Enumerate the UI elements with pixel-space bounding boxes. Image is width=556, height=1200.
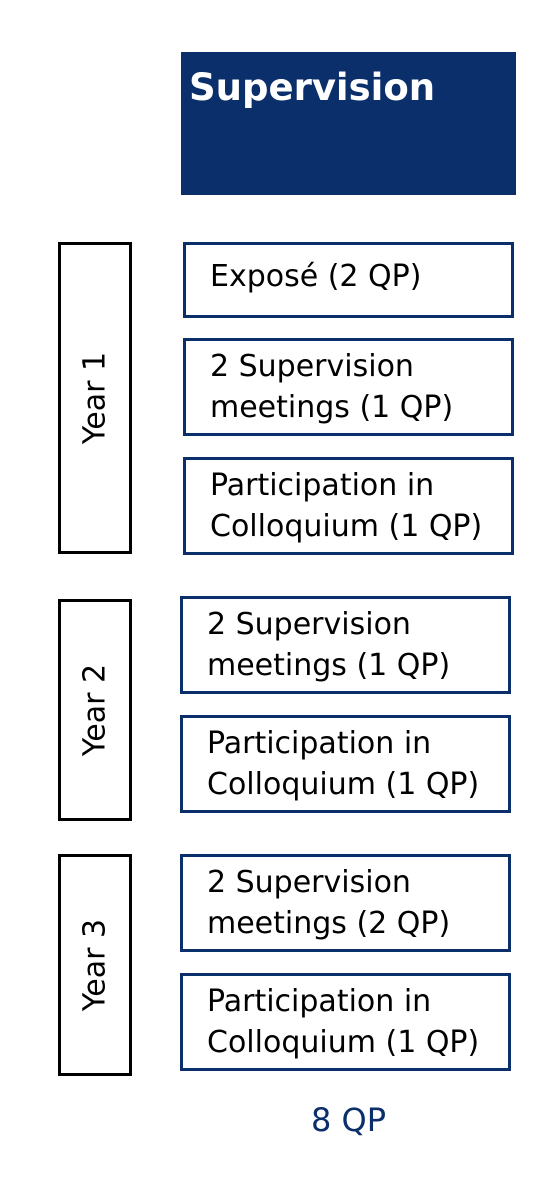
year-3-label: Year 3	[77, 918, 113, 1012]
total-qp: 8 QP	[310, 1101, 386, 1139]
year-2-item-colloquium: Participation in Colloquium (1 QP)	[180, 715, 511, 813]
header-title: Supervision	[189, 66, 436, 109]
item-label: 2 Supervision meetings (1 QP)	[207, 607, 451, 683]
item-label: 2 Supervision meetings (1 QP)	[210, 349, 454, 425]
item-label: Exposé (2 QP)	[210, 258, 422, 294]
year-3-item-colloquium: Participation in Colloquium (1 QP)	[180, 973, 511, 1071]
year-3-box: Year 3	[58, 854, 132, 1076]
year-2-box: Year 2	[58, 599, 132, 821]
year-3-item-supervision-meetings: 2 Supervision meetings (2 QP)	[180, 854, 511, 952]
item-label: Participation in Colloquium (1 QP)	[210, 468, 483, 544]
year-2-label: Year 2	[77, 663, 113, 757]
item-label: Participation in Colloquium (1 QP)	[207, 726, 480, 802]
year-1-box: Year 1	[58, 242, 132, 554]
year-1-item-supervision-meetings: 2 Supervision meetings (1 QP)	[183, 338, 514, 436]
year-1-item-colloquium: Participation in Colloquium (1 QP)	[183, 457, 514, 555]
item-label: 2 Supervision meetings (2 QP)	[207, 865, 451, 941]
year-1-item-expose: Exposé (2 QP)	[183, 242, 514, 318]
supervision-header: Supervision	[181, 52, 516, 195]
year-2-item-supervision-meetings: 2 Supervision meetings (1 QP)	[180, 596, 511, 694]
item-label: Participation in Colloquium (1 QP)	[207, 984, 480, 1060]
year-1-label: Year 1	[77, 351, 113, 445]
